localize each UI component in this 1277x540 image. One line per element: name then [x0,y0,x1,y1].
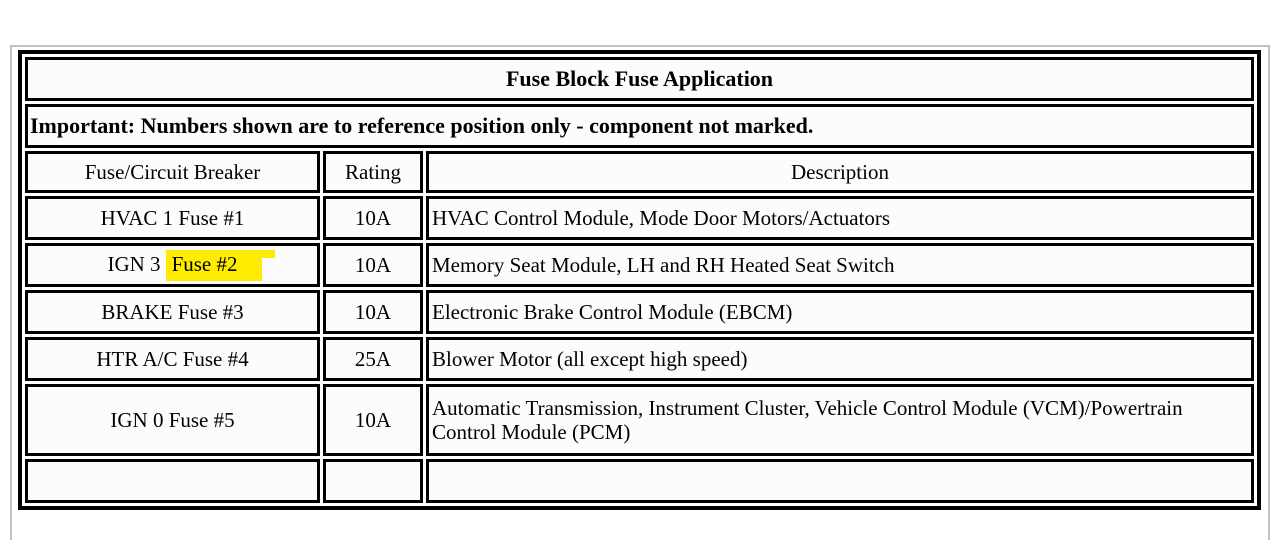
rating-cell: 25A [323,337,423,381]
rating-cell: 10A [323,384,423,456]
table-row: HTR A/C Fuse #4 25A Blower Motor (all ex… [25,337,1254,381]
title-row: Fuse Block Fuse Application [25,57,1254,101]
rating-cell: 10A [323,196,423,240]
notice-row: Important: Numbers shown are to referenc… [25,104,1254,148]
table-title: Fuse Block Fuse Application [25,57,1254,101]
column-header-rating: Rating [323,151,423,193]
fuse-cell: HTR A/C Fuse #4 [25,337,320,381]
rating-cell: 10A [323,243,423,287]
description-cell: HVAC Control Module, Mode Door Motors/Ac… [426,196,1254,240]
header-row: Fuse/Circuit Breaker Rating Description [25,151,1254,193]
fuse-label-prefix: IGN 3 [107,251,161,276]
description-cell: Blower Motor (all except high speed) [426,337,1254,381]
column-header-fuse: Fuse/Circuit Breaker [25,151,320,193]
fuse-cell: HVAC 1 Fuse #1 [25,196,320,240]
fuse-cell [25,459,320,503]
rating-cell [323,459,423,503]
fuse-cell: IGN 0 Fuse #5 [25,384,320,456]
description-cell [426,459,1254,503]
rating-cell: 10A [323,290,423,334]
table-row-partial [25,459,1254,503]
table-row: BRAKE Fuse #3 10A Electronic Brake Contr… [25,290,1254,334]
table-row: HVAC 1 Fuse #1 10A HVAC Control Module, … [25,196,1254,240]
description-cell: Memory Seat Module, LH and RH Heated Sea… [426,243,1254,287]
fuse-application-table: Fuse Block Fuse Application Important: N… [18,50,1261,510]
description-cell: Automatic Transmission, Instrument Clust… [426,384,1254,456]
column-header-description: Description [426,151,1254,193]
description-cell: Electronic Brake Control Module (EBCM) [426,290,1254,334]
important-notice: Important: Numbers shown are to referenc… [25,104,1254,148]
document-frame: Fuse Block Fuse Application Important: N… [10,45,1270,540]
highlighted-text: Fuse #2 [165,249,275,281]
table-row: IGN 0 Fuse #5 10A Automatic Transmission… [25,384,1254,456]
fuse-cell: BRAKE Fuse #3 [25,290,320,334]
